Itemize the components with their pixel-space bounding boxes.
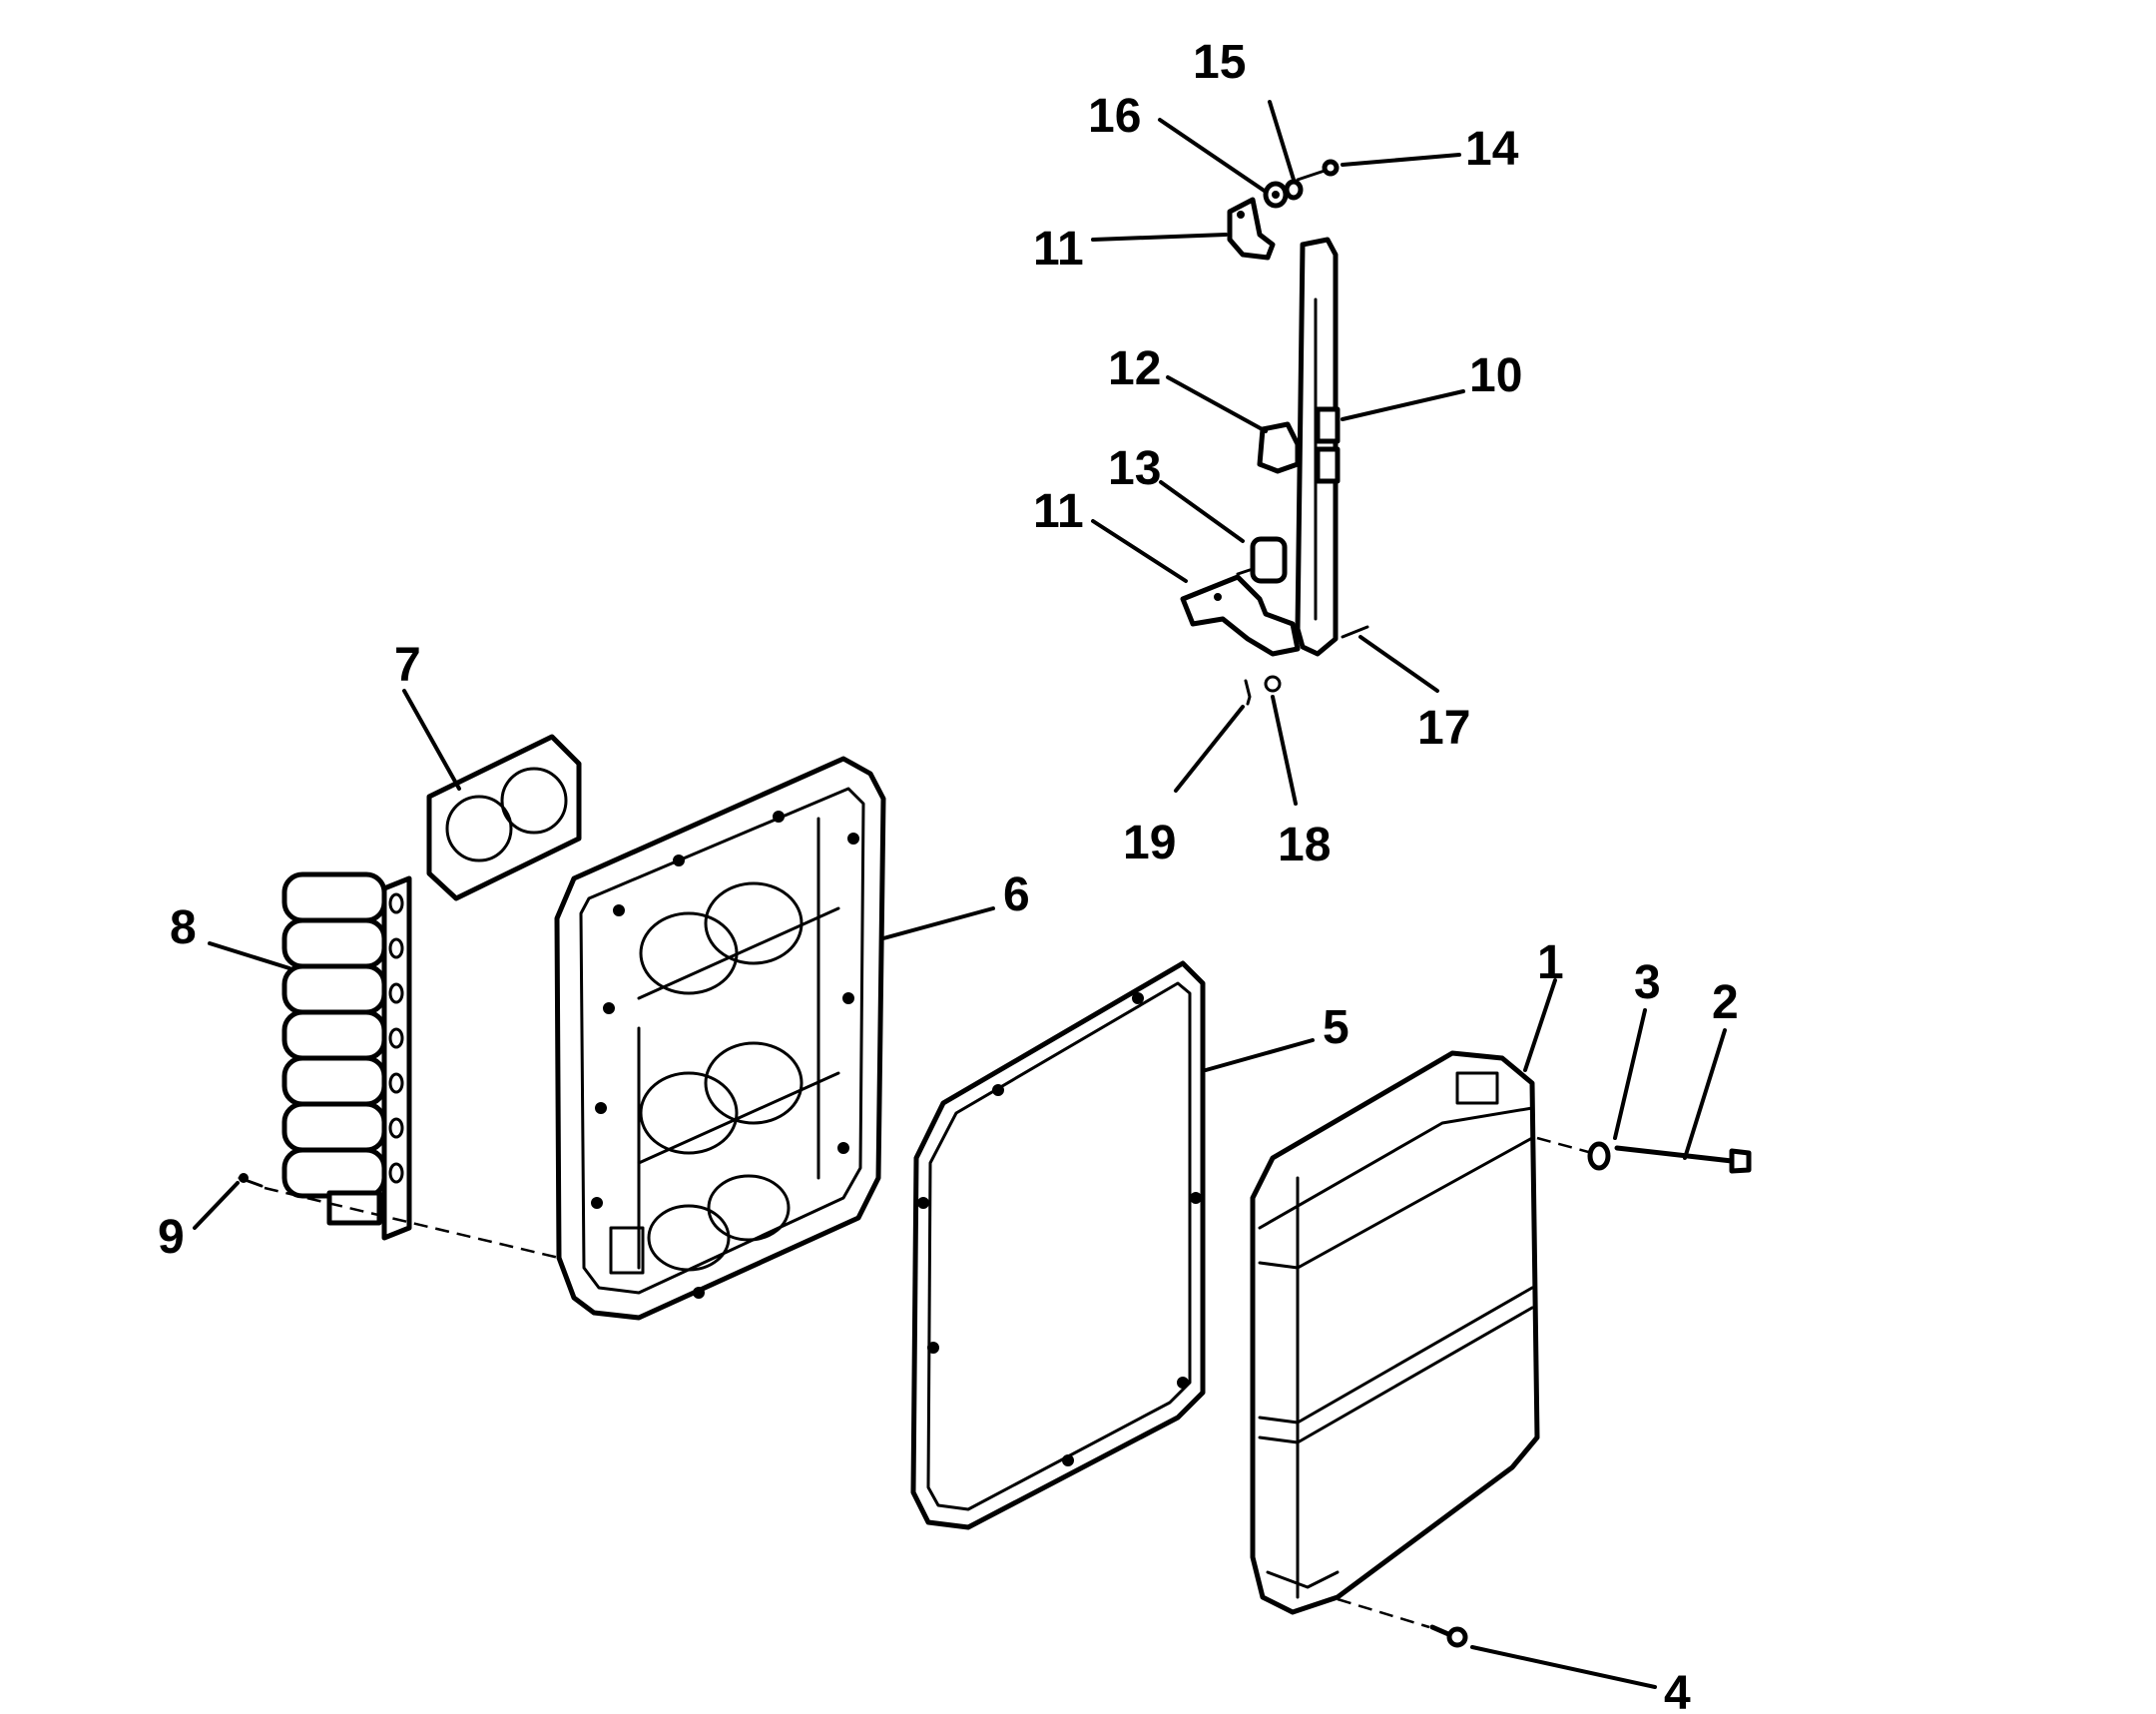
reed-block-assembly bbox=[281, 871, 412, 1241]
callout-11a: 11 bbox=[1033, 223, 1084, 276]
callout-5: 5 bbox=[1323, 1001, 1349, 1054]
washer-3 bbox=[1587, 1141, 1611, 1171]
callout-1: 1 bbox=[1537, 936, 1564, 989]
callout-12: 12 bbox=[1108, 342, 1161, 395]
clip-12 bbox=[1257, 421, 1301, 474]
callout-16: 16 bbox=[1088, 90, 1141, 143]
leader-lines bbox=[193, 100, 1727, 1689]
bushing-13 bbox=[1236, 536, 1288, 584]
callout-17: 17 bbox=[1417, 702, 1470, 755]
callout-6: 6 bbox=[1003, 868, 1030, 921]
callout-3: 3 bbox=[1634, 956, 1661, 1009]
washer-18 bbox=[1264, 675, 1282, 693]
callout-7: 7 bbox=[394, 639, 421, 692]
callout-14: 14 bbox=[1465, 123, 1519, 176]
callout-8: 8 bbox=[170, 901, 197, 954]
callout-labels: 1 2 3 4 5 6 7 8 9 10 11 11 12 13 14 15 1… bbox=[158, 36, 1739, 1714]
alignment-lines bbox=[264, 1136, 1593, 1629]
washer-16 bbox=[1263, 181, 1289, 209]
screw-4 bbox=[1429, 1624, 1468, 1648]
callout-18: 18 bbox=[1278, 819, 1331, 871]
air-silencer-cover bbox=[1250, 1050, 1540, 1615]
callout-2: 2 bbox=[1712, 976, 1739, 1029]
callout-13: 13 bbox=[1108, 442, 1161, 495]
bolt-2 bbox=[1614, 1145, 1752, 1174]
callout-4: 4 bbox=[1664, 1667, 1691, 1714]
cover-gasket bbox=[910, 960, 1206, 1530]
linkage-rod-10 bbox=[1295, 237, 1341, 657]
callout-11b: 11 bbox=[1033, 485, 1084, 538]
callout-9: 9 bbox=[158, 1211, 185, 1264]
callout-10: 10 bbox=[1469, 349, 1522, 402]
callout-19: 19 bbox=[1123, 817, 1176, 869]
lever-11-upper bbox=[1227, 197, 1276, 261]
callout-15: 15 bbox=[1193, 36, 1246, 89]
lockwasher-15 bbox=[1284, 179, 1304, 201]
intake-manifold bbox=[554, 756, 886, 1321]
carburetor-gasket bbox=[426, 734, 582, 901]
bolt-14 bbox=[1296, 159, 1340, 182]
screw-9 bbox=[238, 1173, 264, 1188]
lever-11-lower bbox=[1180, 574, 1301, 657]
clip-19 bbox=[1244, 679, 1252, 706]
pin-17 bbox=[1341, 625, 1369, 639]
